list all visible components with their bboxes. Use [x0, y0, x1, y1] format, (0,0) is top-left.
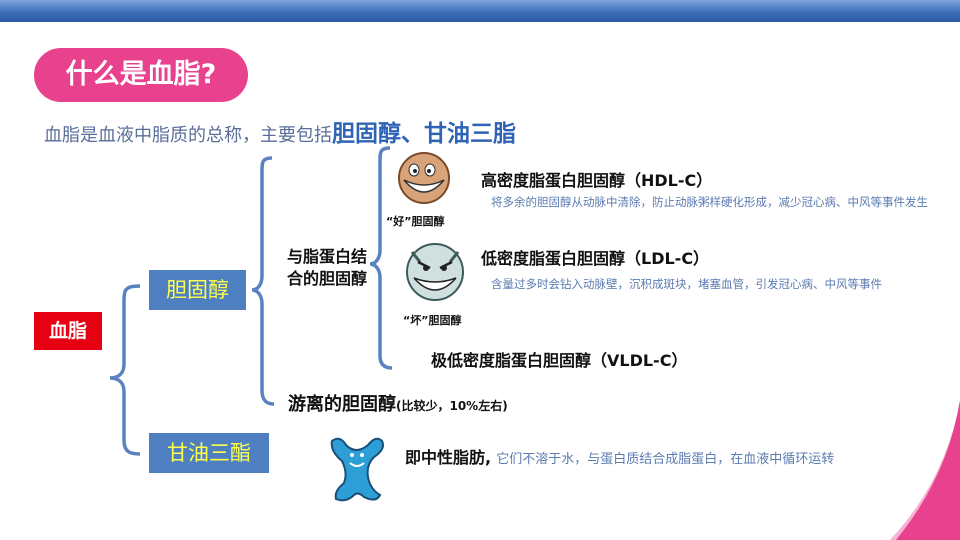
decorative-corner: [890, 400, 960, 540]
vldl-label: 极低密度脂蛋白胆固醇（VLDL-C）: [431, 351, 688, 370]
node-cholesterol: 胆固醇: [149, 270, 246, 310]
node-free-cholesterol: 游离的胆固醇(比较少，10%左右): [288, 390, 508, 416]
tg-description: 它们不溶于水，与蛋白质结合成脂蛋白，在血液中循环运转: [496, 452, 835, 467]
node-bound-cholesterol: 与脂蛋白结合的胆固醇: [287, 247, 368, 288]
intro-text: 血脂是血液中脂质的总称，主要包括胆固醇、甘油三脂: [44, 114, 516, 148]
page-title: 什么是血脂?: [34, 48, 248, 102]
header-bar: [0, 0, 960, 22]
triglyceride-note: 即中性脂肪, 它们不溶于水，与蛋白质结合成脂蛋白，在血液中循环运转: [405, 444, 834, 468]
ldl-label: 低密度脂蛋白胆固醇（LDL-C）: [481, 249, 710, 268]
free-label: 游离的胆固醇: [288, 394, 396, 415]
bad-cholesterol-caption: “坏”胆固醇: [403, 314, 462, 327]
root-node-blood-lipid: 血脂: [34, 312, 102, 350]
fat-character-icon: [330, 437, 384, 502]
intro-prefix: 血脂是血液中脂质的总称，主要包括: [44, 125, 332, 146]
hdl-label: 高密度脂蛋白胆固醇（HDL-C）: [481, 171, 713, 190]
hdl-description: 将多余的胆固醇从动脉中清除，防止动脉粥样硬化形成，减少冠心病、中风等事件发生: [491, 195, 928, 209]
bracket-cholesterol: [251, 156, 275, 406]
free-note: (比较少，10%左右): [396, 399, 508, 413]
bad-cholesterol-face-icon: [406, 243, 464, 301]
bracket-bound: [369, 146, 393, 370]
intro-highlight: 胆固醇、甘油三脂: [332, 121, 516, 147]
ldl-description: 含量过多时会钻入动脉壁，沉积成斑块，堵塞血管，引发冠心病、中风等事件: [491, 277, 882, 291]
good-cholesterol-face-icon: [398, 152, 450, 204]
tg-label: 即中性脂肪,: [405, 448, 492, 467]
bracket-root: [109, 284, 141, 456]
node-triglyceride: 甘油三酯: [149, 433, 269, 473]
good-cholesterol-caption: “好”胆固醇: [386, 215, 445, 228]
